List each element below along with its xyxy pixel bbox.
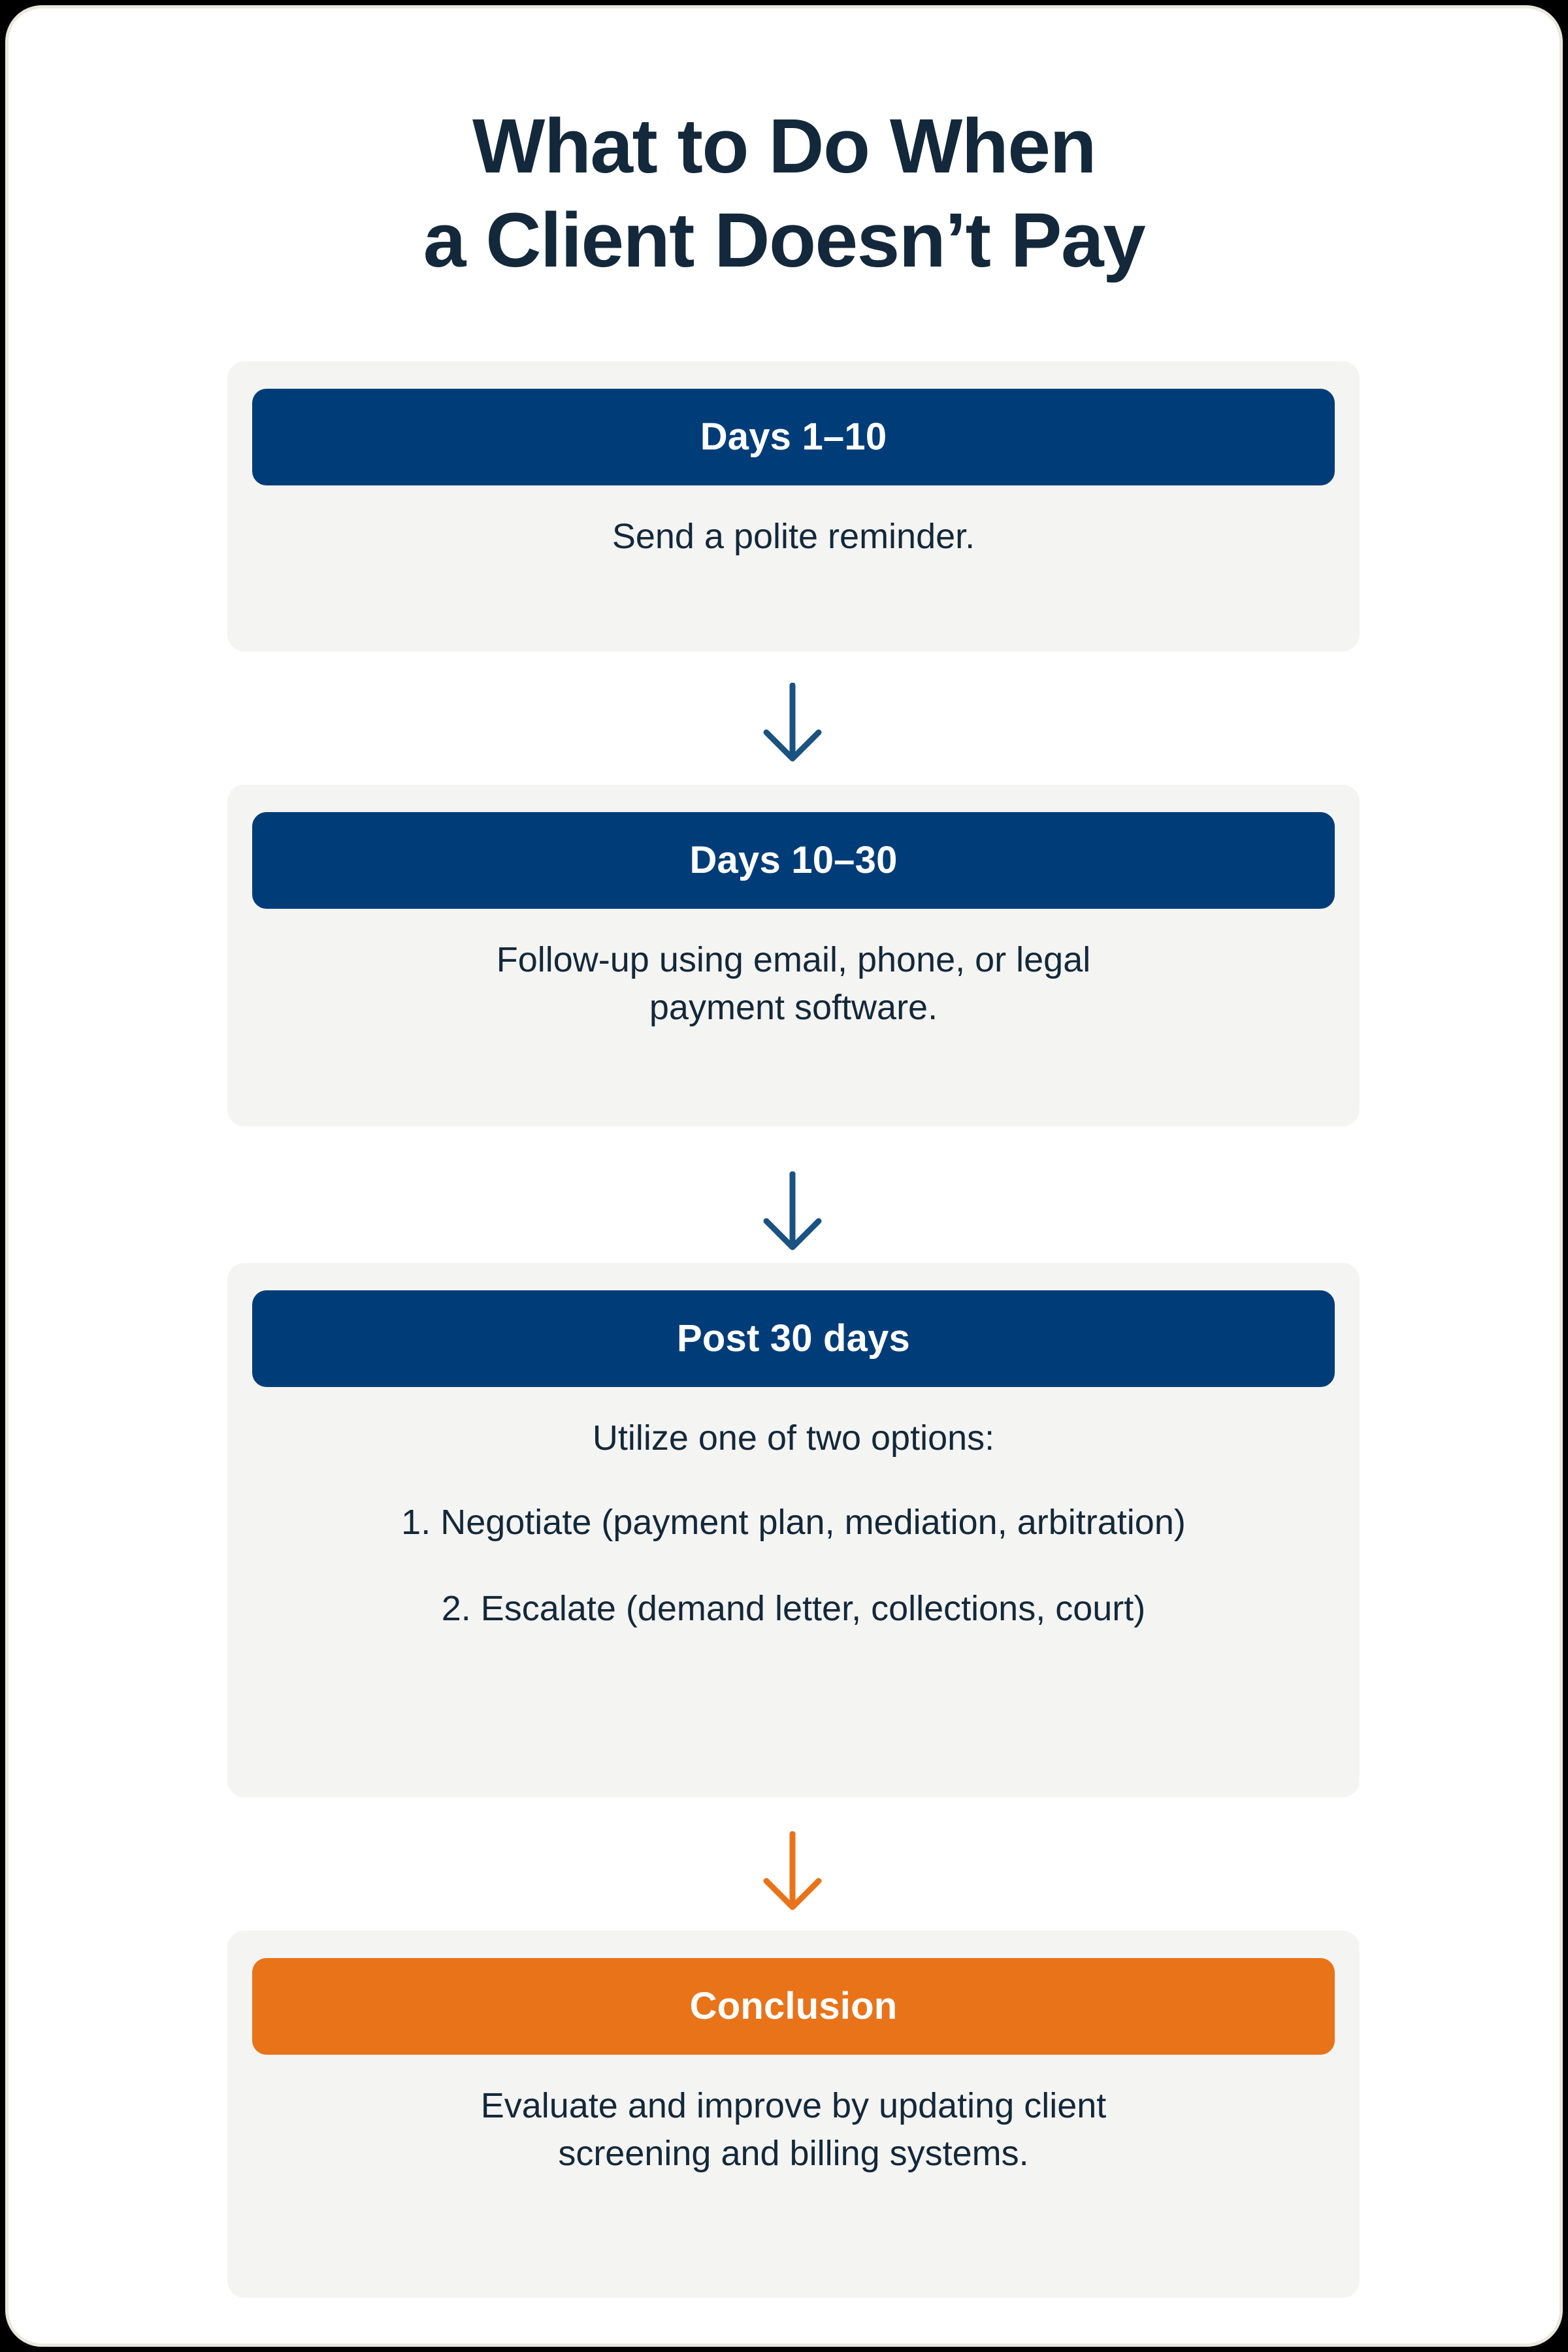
step-body-line: payment software. xyxy=(649,988,938,1028)
down-arrow-icon xyxy=(747,1831,838,1912)
step-header-label: Days 10–30 xyxy=(689,839,898,881)
step-body-conclusion: Evaluate and improve by updating client … xyxy=(273,2082,1314,2178)
option-item-2: 2. Escalate (demand letter, collections,… xyxy=(441,1588,1146,1628)
infographic-content: What to Do When a Client Doesn’t Pay Day… xyxy=(8,8,1560,2344)
step-header-days-1-10: Days 1–10 xyxy=(252,389,1335,485)
options-intro-text: Utilize one of two options: xyxy=(592,1418,995,1458)
step-body-days-10-30: Follow-up using email, phone, or legal p… xyxy=(273,936,1314,1032)
option-item-1: 1. Negotiate (payment plan, mediation, a… xyxy=(401,1503,1186,1543)
page-title: What to Do When a Client Doesn’t Pay xyxy=(8,100,1560,288)
step-header-label: Conclusion xyxy=(689,1985,898,2027)
infographic-frame: What to Do When a Client Doesn’t Pay Day… xyxy=(5,5,1563,2347)
step-body-post-30-days: Utilize one of two options: 1. Negotiate… xyxy=(273,1414,1314,1633)
step-body-line: Follow-up using email, phone, or legal xyxy=(496,940,1091,979)
step-header-label: Post 30 days xyxy=(676,1317,911,1360)
step-body-line: screening and billing systems. xyxy=(558,2134,1029,2174)
down-arrow-icon xyxy=(747,1171,838,1252)
step-card-days-1-10: Days 1–10 Send a polite reminder. xyxy=(227,361,1360,651)
step-card-conclusion: Conclusion Evaluate and improve by updat… xyxy=(227,1931,1360,2298)
step-header-label: Days 1–10 xyxy=(700,416,887,458)
page-title-line-1: What to Do When xyxy=(472,103,1097,189)
step-header-days-10-30: Days 10–30 xyxy=(252,812,1335,909)
down-arrow-icon xyxy=(747,682,838,764)
step-header-post-30-days: Post 30 days xyxy=(252,1290,1335,1387)
step-card-post-30-days: Post 30 days Utilize one of two options:… xyxy=(227,1263,1360,1797)
step-body-line: Send a polite reminder. xyxy=(612,517,975,556)
step-body-days-1-10: Send a polite reminder. xyxy=(273,513,1314,561)
step-body-line: Evaluate and improve by updating client xyxy=(480,2086,1107,2125)
step-card-days-10-30: Days 10–30 Follow-up using email, phone,… xyxy=(227,785,1360,1126)
page-title-line-2: a Client Doesn’t Pay xyxy=(423,197,1146,284)
step-header-conclusion: Conclusion xyxy=(252,1958,1335,2055)
